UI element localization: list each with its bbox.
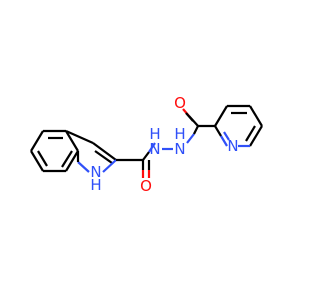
- bond: [249, 105, 263, 127]
- bond-layer: [30, 104, 263, 178]
- bond: [92, 142, 117, 161]
- bond: [37, 150, 48, 167]
- molecule-diagram: O O N H N N H N H: [30, 94, 263, 195]
- pyridine-nitrogen: N: [227, 137, 238, 155]
- bond: [30, 150, 44, 172]
- bond: [65, 130, 79, 152]
- bond: [65, 150, 79, 172]
- oxygen-atom-left: O: [140, 177, 152, 195]
- bond: [148, 142, 156, 153]
- structure-svg: O O N H N N H N H: [30, 94, 263, 195]
- bond: [193, 125, 199, 135]
- atom-labels: O O N H N N H N H: [90, 94, 238, 195]
- bond: [249, 125, 263, 147]
- bond: [185, 112, 194, 122]
- bond: [142, 151, 150, 161]
- bond: [77, 161, 90, 173]
- bond: [30, 130, 44, 152]
- bond: [245, 125, 256, 142]
- indole-h: H: [90, 176, 101, 194]
- hydrazide-h-right: H: [174, 125, 185, 143]
- bond: [102, 159, 117, 173]
- bond: [186, 133, 195, 144]
- bond: [223, 131, 230, 141]
- hydrazide-h-left: H: [149, 125, 160, 143]
- bond: [214, 125, 222, 137]
- bond: [94, 150, 113, 164]
- bond: [61, 150, 73, 168]
- oxygen-atom-right: O: [174, 94, 186, 112]
- bond: [220, 135, 228, 147]
- hydrazide-nitrogen-right: N: [174, 140, 185, 158]
- bond: [214, 105, 228, 127]
- indole-nitrogen: N: [90, 163, 101, 181]
- bond: [65, 129, 94, 145]
- hydrazide-nitrogen-left: N: [149, 140, 160, 158]
